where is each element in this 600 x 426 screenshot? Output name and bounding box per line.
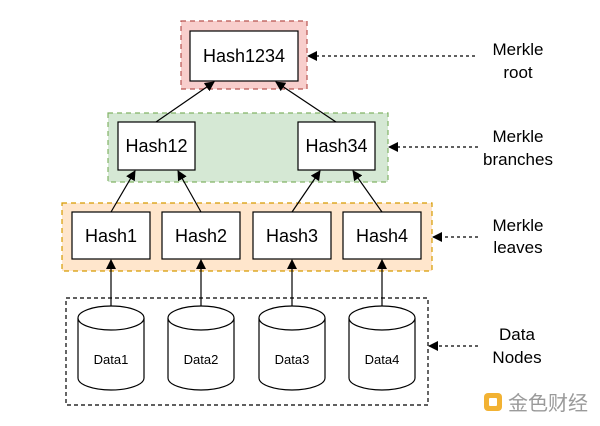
edge-arrow	[177, 170, 202, 213]
side-label-branches: Merkle branches	[483, 127, 553, 169]
side-label-leaves: Merkle leaves	[492, 216, 543, 257]
side-label-line: leaves	[493, 238, 542, 257]
data-node-label: Data3	[275, 352, 310, 367]
data-node-label: Data1	[94, 352, 129, 367]
hash-node-branch-right: Hash34	[297, 121, 376, 171]
edge-arrow	[275, 81, 337, 123]
golden-logo-icon	[484, 393, 502, 411]
hash-node-leaf-4: Hash4	[342, 211, 422, 260]
database-icon: Data2	[167, 305, 235, 391]
watermark: 金色财经	[484, 391, 588, 415]
side-label-line: Merkle	[492, 127, 543, 146]
hash-node-leaf-2: Hash2	[161, 211, 241, 260]
side-label-line: branches	[483, 150, 553, 169]
side-label-line: Merkle	[492, 40, 543, 59]
hash-node-root: Hash1234	[189, 30, 299, 82]
edge-arrow	[110, 170, 136, 213]
watermark-text: 金色财经	[508, 391, 588, 415]
data-nodes-group	[65, 297, 429, 406]
hash-node-label: Hash34	[305, 136, 367, 156]
database-icon: Data4	[348, 305, 416, 391]
hash-node-leaf-1: Hash1	[71, 211, 151, 260]
hash-node-label: Hash3	[266, 226, 318, 246]
hash-node-label: Hash2	[175, 226, 227, 246]
edge-arrow	[291, 170, 321, 213]
hash-node-branch-left: Hash12	[117, 121, 196, 171]
hash-node-label: Hash12	[125, 136, 187, 156]
database-icon: Data1	[77, 305, 145, 391]
hash-node-label: Hash4	[356, 226, 408, 246]
hash-node-leaf-3: Hash3	[252, 211, 332, 260]
side-label-data: Data Nodes	[492, 325, 541, 367]
side-label-root: Merkle root	[492, 40, 543, 82]
hash-node-label: Hash1	[85, 226, 137, 246]
hash-node-label: Hash1234	[203, 46, 285, 66]
edge-arrow	[155, 81, 215, 123]
data-node-label: Data4	[365, 352, 400, 367]
side-label-line: Merkle	[492, 216, 543, 235]
side-label-line: Nodes	[492, 348, 541, 367]
edge-arrow	[352, 170, 383, 213]
database-icon: Data3	[258, 305, 326, 391]
side-label-line: Data	[499, 325, 535, 344]
data-node-label: Data2	[184, 352, 219, 367]
side-label-line: root	[503, 63, 533, 82]
